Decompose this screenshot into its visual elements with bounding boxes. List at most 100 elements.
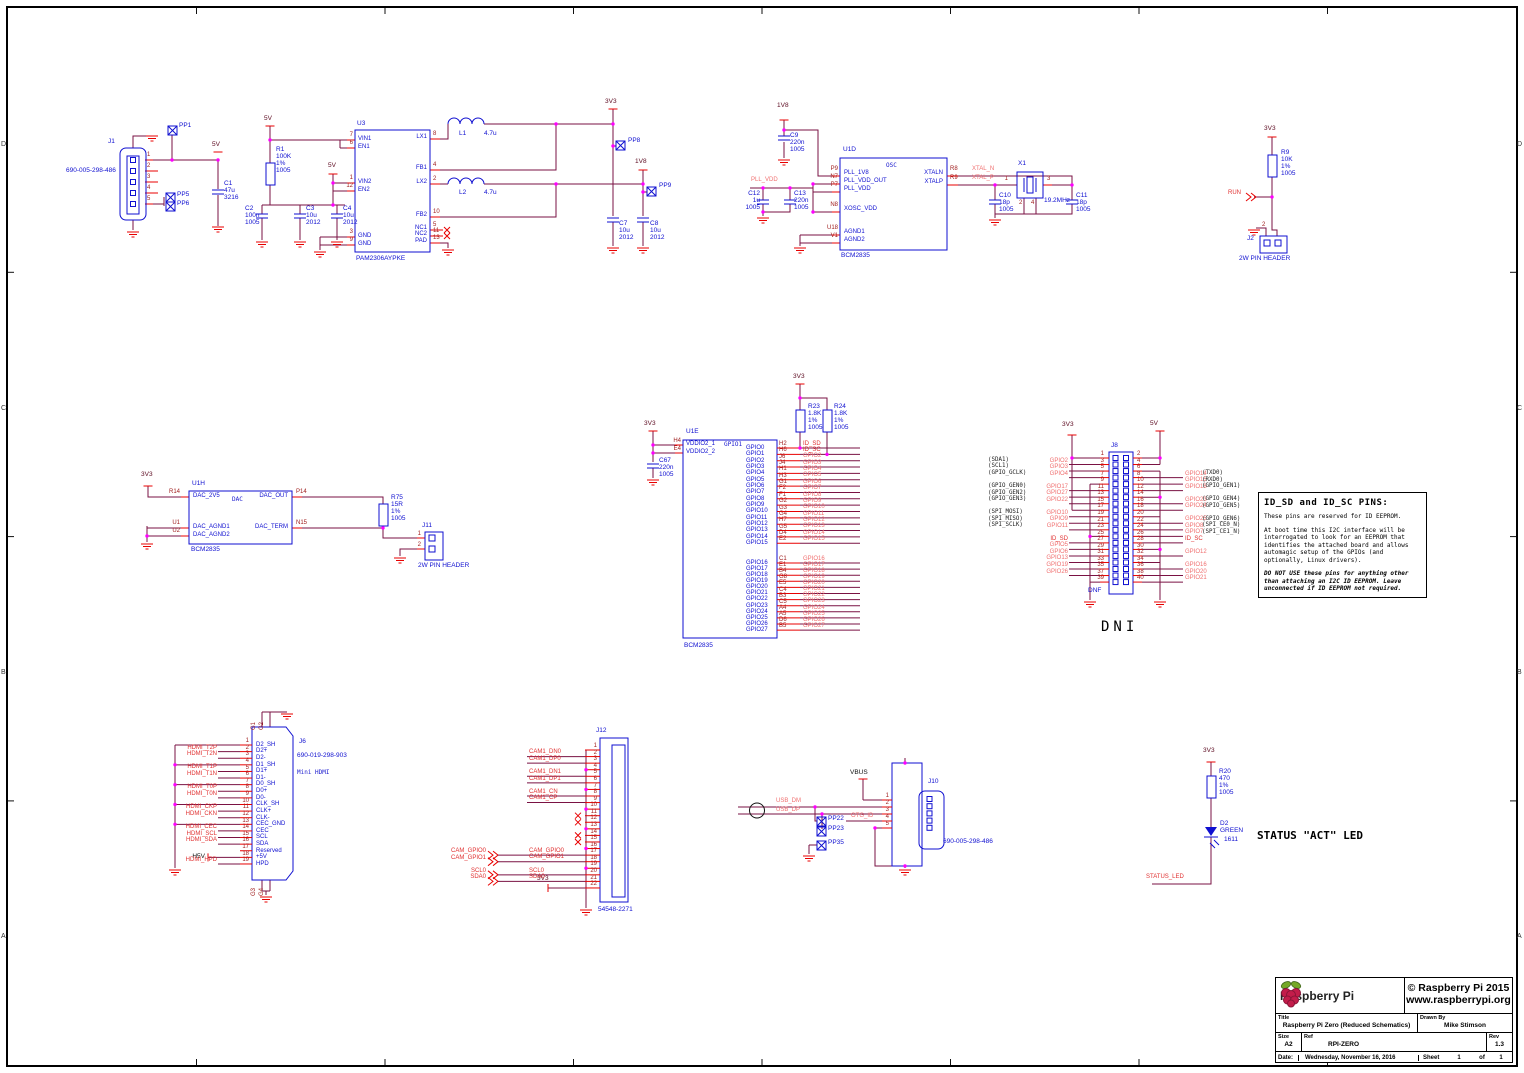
j8-alt-(GPIO_GEN1): (GPIO_GEN1)	[1202, 483, 1241, 490]
net-3v3-d: 3V3	[644, 420, 656, 427]
j8-alt-(SPI_CE1_N): (SPI_CE1_N)	[1202, 528, 1241, 535]
net-GPIO20: GPIO20	[1185, 568, 1207, 575]
u1e-balln-J4: J4	[779, 460, 786, 467]
j1-pin-3: 3	[147, 174, 151, 180]
j1-pin-1: 1	[147, 152, 151, 158]
u1e-pin-GPIO1: GPIO1	[746, 451, 765, 458]
zone-left-C: C	[1, 405, 7, 412]
led-caption: STATUS "ACT" LED	[1257, 829, 1363, 842]
j6-name-D2_SH: D2_SH	[256, 741, 276, 748]
j6-g4: G4	[259, 887, 265, 896]
u1d-num-u18: U18	[826, 225, 838, 231]
u1e-balln-F2: F2	[779, 485, 787, 492]
net-GPIO15: GPIO15	[1185, 477, 1207, 484]
j6-pin-2: 2	[245, 744, 249, 751]
id-eeprom-note: ID_SD and ID_SC PINS: These pins are res…	[1258, 492, 1427, 598]
j6-g3: G3	[251, 887, 257, 896]
u1d-num-n8: N8	[830, 202, 838, 208]
date-sheet-row: Date: Wednesday, November 16, 2016 Sheet…	[1276, 1052, 1512, 1064]
net-CAM1_CN: CAM1_CN	[529, 788, 558, 795]
j12-pin-12: 12	[590, 815, 597, 822]
u1h-ref: U1H	[192, 480, 206, 487]
net-GPIO10: GPIO10	[1046, 509, 1068, 516]
net-GPIO22: GPIO22	[803, 592, 825, 599]
u1e-balln-B3: B3	[779, 592, 787, 599]
u1e-pin-GPIO17: GPIO17	[746, 565, 768, 572]
net-HDMI_CKN: HDMI_CKN	[185, 810, 217, 817]
u1e-balln-G1: G1	[779, 479, 788, 486]
j12-pin-1: 1	[593, 743, 597, 750]
j6-name-SCL: SCL	[256, 834, 268, 841]
u1e-pin-GPIO18: GPIO18	[746, 572, 768, 578]
j6-g2: G2	[259, 721, 265, 730]
j6-ref: J6	[299, 738, 306, 745]
c9-ref: C9	[790, 132, 799, 139]
u3-num-1: 1	[349, 175, 353, 181]
j12-pin-15: 15	[590, 835, 597, 842]
net-HDMI_HPD: HDMI_HPD	[185, 856, 217, 863]
j10-pin-5: 5	[885, 821, 889, 827]
net-GPIO14: GPIO14	[1185, 470, 1207, 477]
u1d-block: OSC	[886, 162, 897, 169]
c4-ref: C4	[343, 205, 352, 212]
net-GPIO16: GPIO16	[803, 555, 825, 562]
note-paragraph: These pins are reserved for ID EEPROM.	[1264, 513, 1402, 520]
net-GPIO27: GPIO27	[803, 622, 825, 629]
net-GPIO7: GPIO7	[1185, 529, 1204, 536]
u3-pin-lx2: LX2	[416, 179, 427, 185]
c8-val: 10u	[650, 227, 661, 234]
j6-name-CLK+: CLK+	[256, 807, 272, 814]
logo-cell: Raspberry Pi	[1276, 978, 1404, 1013]
l1-val: 4.7u	[484, 130, 497, 137]
r20-tol: 1%	[1219, 782, 1229, 789]
j8-pin-24: 24	[1137, 523, 1144, 530]
j6-pin-18: 18	[242, 850, 249, 857]
net-GPIO12: GPIO12	[803, 516, 825, 523]
u1h-num-u2: U2	[172, 528, 180, 534]
u1e-balln-F1: F1	[779, 491, 787, 498]
c1-pkg: 3216	[224, 194, 239, 201]
j8-pin-31: 31	[1097, 549, 1104, 556]
j6-pin-1: 1	[245, 738, 249, 745]
c13-ref: C13	[794, 190, 806, 197]
sheet-number: 1	[1457, 1055, 1461, 1061]
j10-pin-2: 2	[885, 800, 889, 806]
j6-pin-16: 16	[242, 837, 249, 844]
offpage-CAM_GPIO1: CAM_GPIO1	[450, 854, 486, 861]
j8-pin-6: 6	[1137, 464, 1141, 471]
c4-pkg: 2012	[343, 219, 358, 226]
j12-pin-17: 17	[590, 848, 597, 855]
j8-pin-33: 33	[1097, 555, 1104, 562]
u3-pin-vin2: VIN2	[358, 179, 372, 185]
u3-pin-pad: PAD	[415, 238, 427, 244]
j8-pin-1: 1	[1100, 451, 1104, 458]
net-GPIO21: GPIO21	[1185, 575, 1207, 582]
component-bodies	[119, 117, 1288, 903]
c8-ref: C8	[650, 220, 659, 227]
j8-pin-23: 23	[1097, 523, 1104, 530]
j6-name-D1+: D1+	[256, 768, 268, 775]
zone-left-A: A	[1, 933, 6, 940]
net-GPIO4: GPIO4	[1049, 470, 1068, 477]
u1e-balln-C4: C4	[779, 586, 787, 593]
u1e-balln-D4: D4	[779, 529, 787, 536]
j6-part: 690-019-298-903	[297, 752, 347, 759]
r1-ref: R1	[276, 146, 285, 153]
title-block: Raspberry Pi © Raspberry Pi 2015 www.ras…	[1275, 977, 1513, 1063]
j12-pin-14: 14	[590, 828, 597, 835]
u3-pin-vin1: VIN1	[358, 136, 372, 142]
net-HDMI_CEC: HDMI_CEC	[185, 823, 217, 830]
size-value: A2	[1284, 1041, 1293, 1048]
u1h-num-r14: R14	[168, 489, 180, 495]
net-GPIO6: GPIO6	[803, 478, 822, 485]
u1e-balln-G2: G2	[779, 498, 788, 505]
r9b-tol: 1%	[1281, 163, 1291, 170]
r75-pkg: 1005	[391, 515, 406, 522]
u1h-num-n15: N15	[296, 520, 308, 526]
j8-alt-(SPI_MOSI): (SPI_MOSI)	[988, 509, 1023, 516]
net-ID_SD: ID_SD	[803, 440, 821, 447]
u1e-pin-GPIO3: GPIO3	[746, 463, 765, 470]
j6-name-CEC: CEC	[256, 827, 269, 834]
tp-pp8-label: PP8	[628, 137, 641, 144]
j8-pin-28: 28	[1137, 536, 1144, 543]
